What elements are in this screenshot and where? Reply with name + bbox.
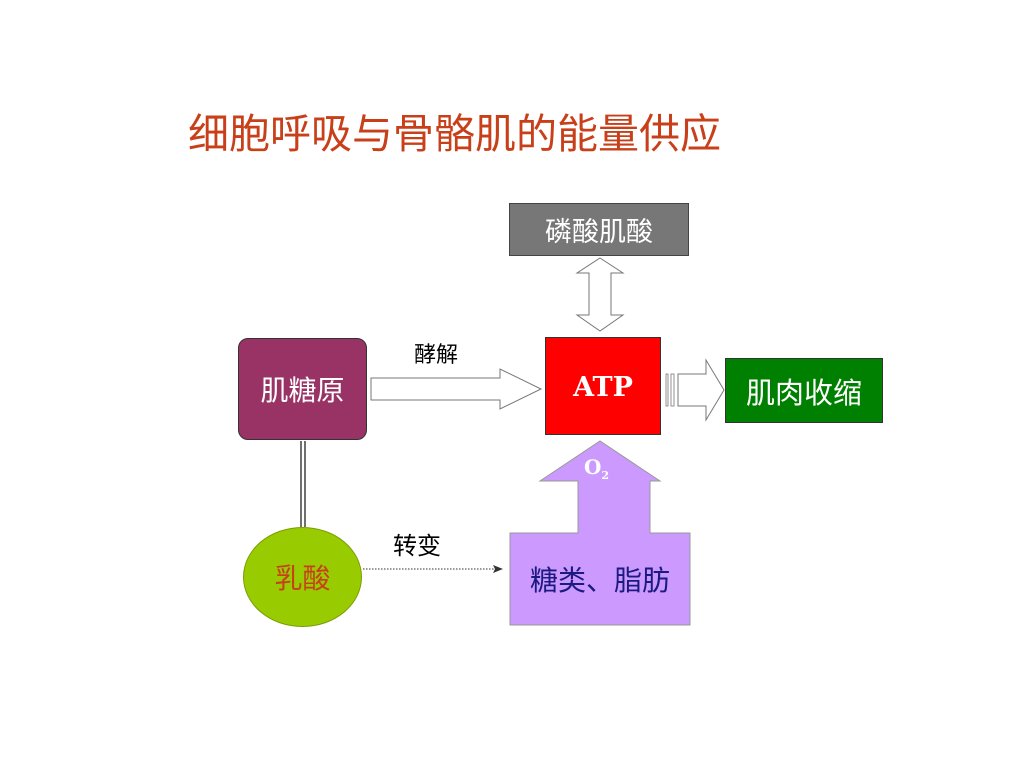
conversion-label: 转变: [393, 532, 441, 560]
phosphocreatine-atp-double-arrow: [575, 257, 625, 332]
oxygen-label: O2: [584, 455, 609, 482]
atp-to-contraction-arrow: [665, 358, 725, 422]
sugars-to-atp-arrow: [509, 440, 691, 626]
conversion-arrow-head: [493, 565, 503, 573]
sugars-fats-label: 糖类、脂肪: [529, 564, 670, 597]
muscle-contraction-box: 肌肉收缩: [725, 358, 883, 423]
oxygen-symbol: O: [584, 455, 602, 479]
glycolysis-label: 酵解: [414, 343, 459, 368]
phosphocreatine-box: 磷酸肌酸: [509, 203, 689, 256]
glycolysis-arrow: [370, 368, 543, 410]
glycogen-box: 肌糖原: [238, 338, 367, 440]
atp-box: ATP: [545, 337, 661, 435]
slide-title: 细胞呼吸与骨骼肌的能量供应: [188, 110, 721, 158]
oxygen-subscript: 2: [601, 469, 610, 482]
lactic-acid-circle: 乳酸: [243, 527, 362, 627]
